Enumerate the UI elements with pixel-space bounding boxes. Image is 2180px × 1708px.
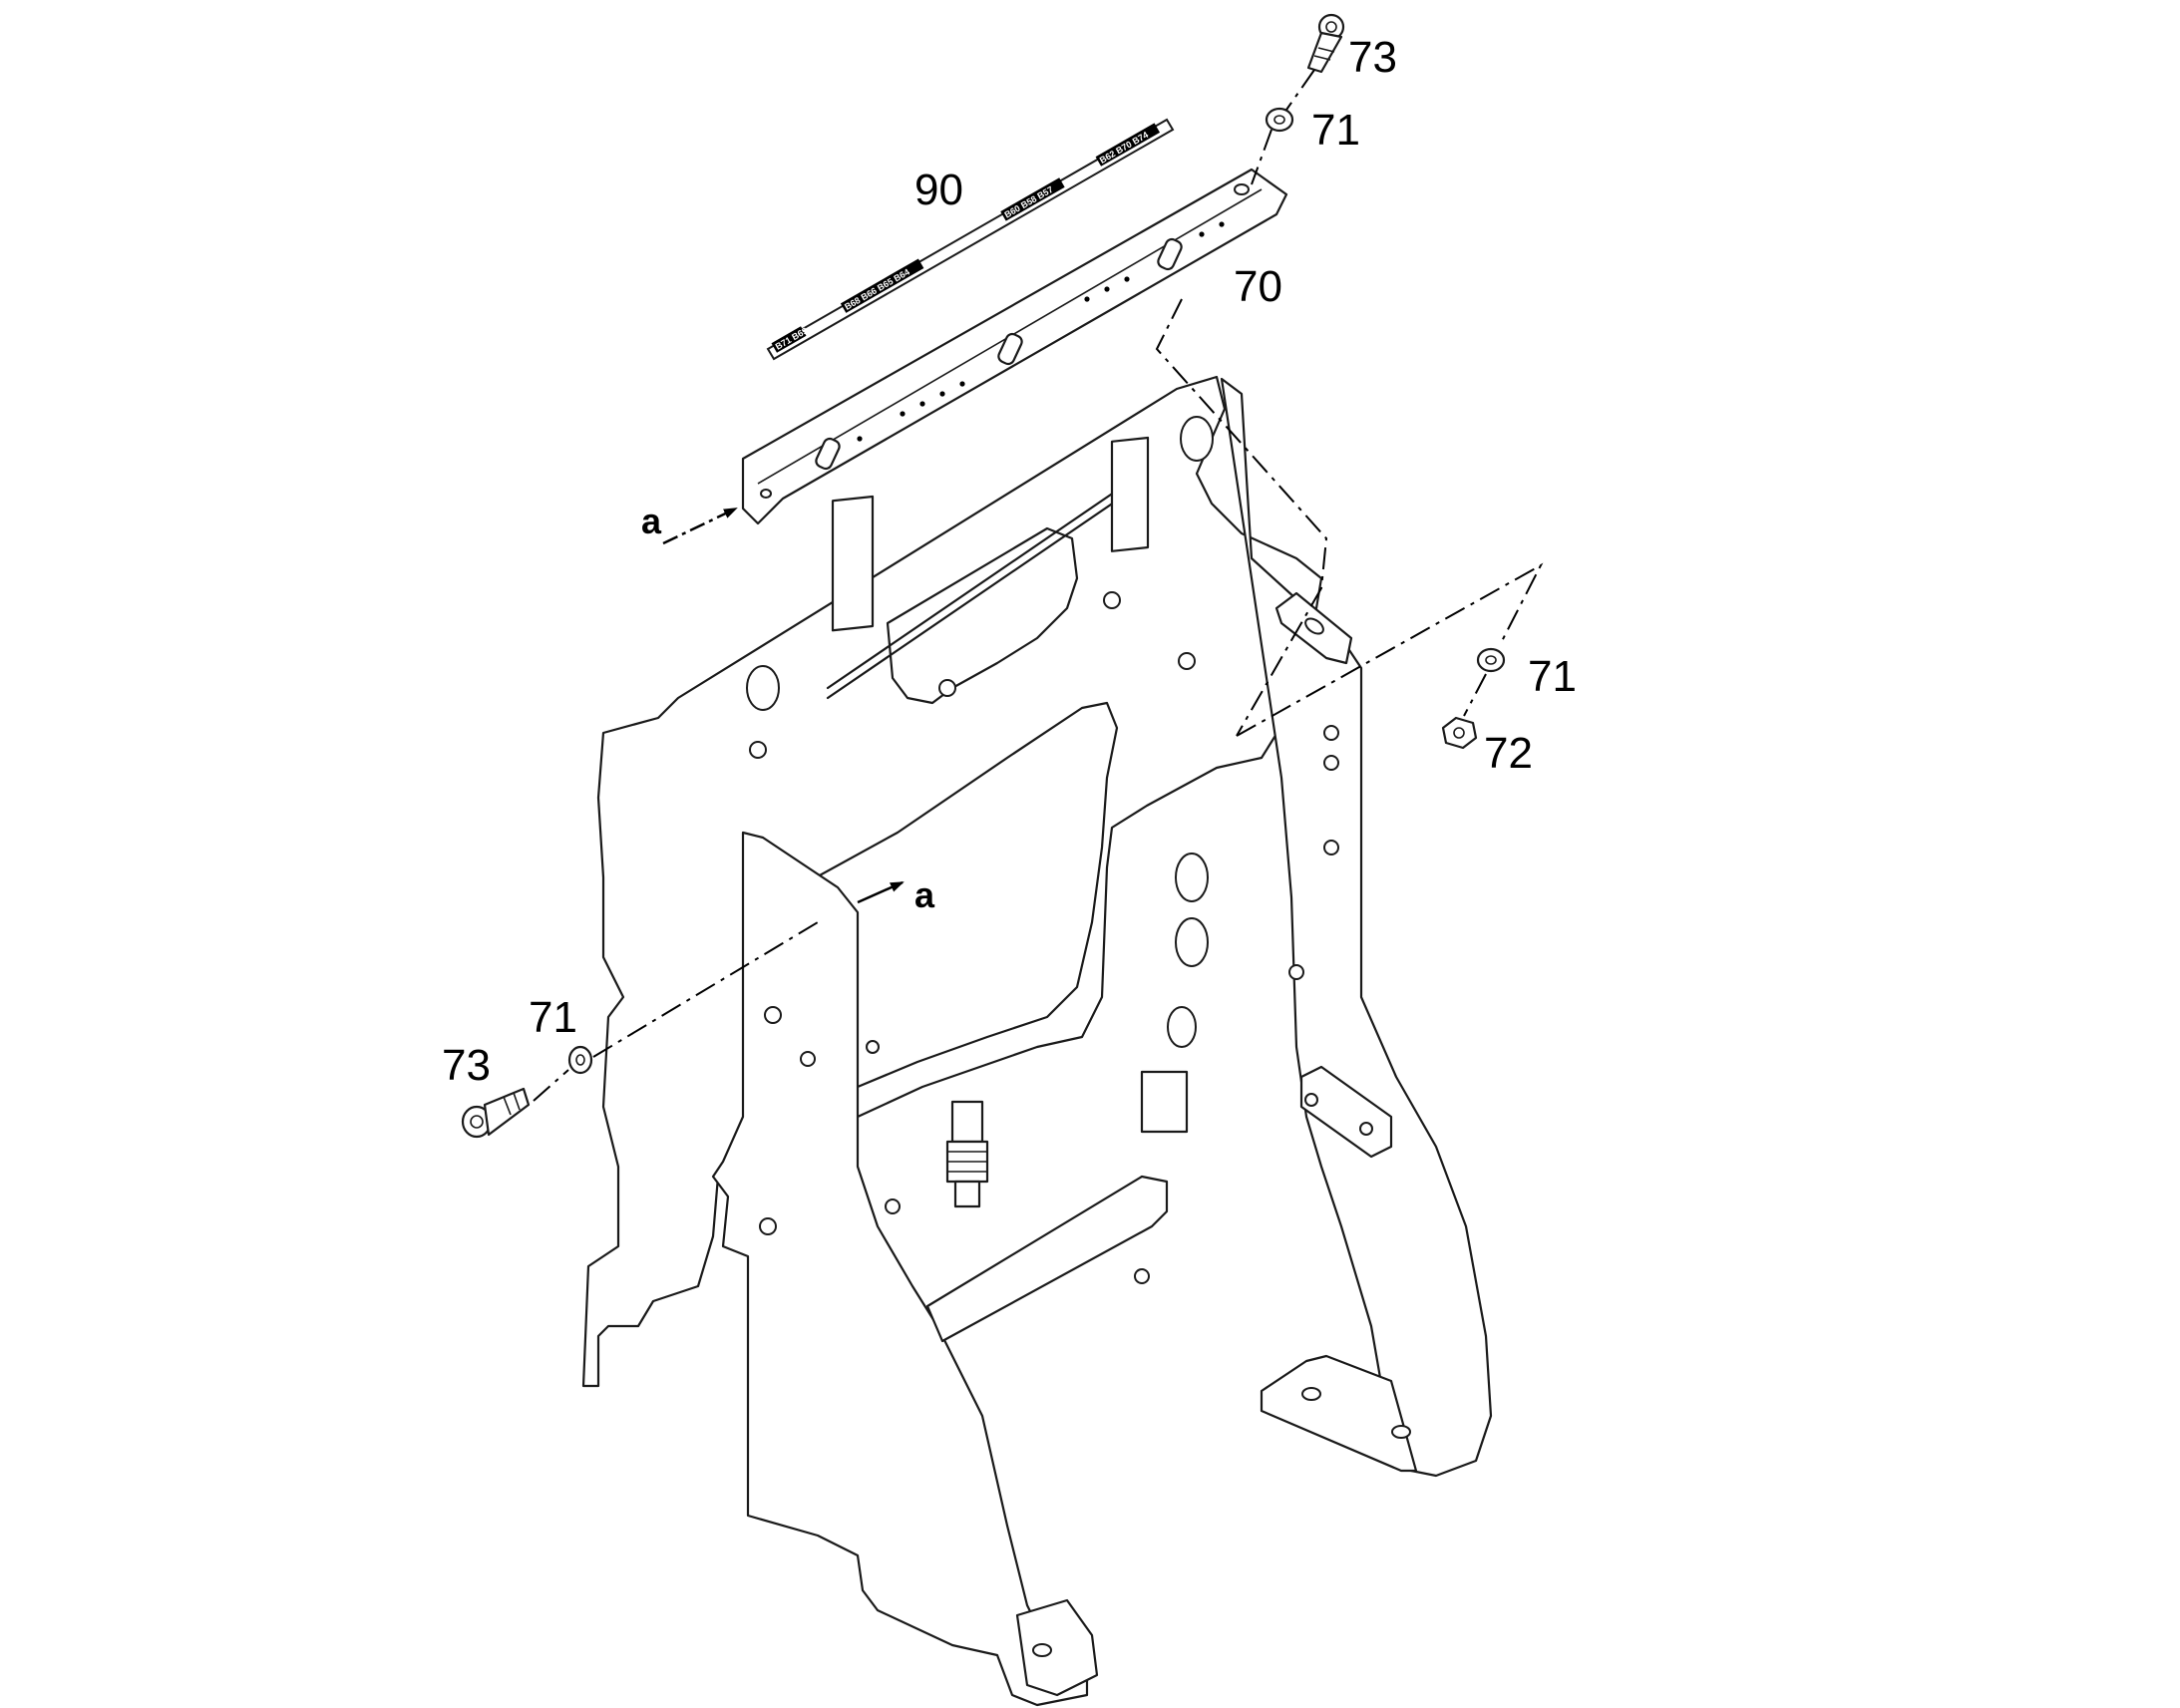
part-70-cover-bracket [741, 168, 1288, 525]
view-arrow-label: a [641, 501, 662, 541]
foot-hole [1301, 1387, 1321, 1401]
screw-73-top [1306, 13, 1345, 74]
plate-hole [1175, 853, 1209, 902]
foot-hole [1391, 1425, 1411, 1439]
view-arrow-upper: a [641, 501, 738, 545]
callout-90: 90 [914, 166, 963, 214]
back-plate-cutout [886, 526, 1079, 705]
callout-73-left: 73 [442, 1041, 491, 1090]
top-stiffener [826, 482, 1129, 700]
plate-hole [1175, 917, 1209, 967]
pressure-valve [945, 1100, 989, 1208]
callout-73-top: 73 [1348, 33, 1397, 82]
washer-71-top [1265, 107, 1294, 133]
cross-bar [925, 1175, 1169, 1343]
main-bracket-frame [581, 375, 1493, 1707]
part-90-label-strip: B71 B69 B68 B66 B65 B64 B60 B58 B57 B62 … [766, 118, 1175, 361]
washer-71-left [567, 1045, 593, 1075]
plate-hole [1167, 1006, 1197, 1048]
callout-70: 70 [1234, 262, 1282, 311]
callout-72: 72 [1484, 729, 1533, 778]
callout-71-right: 71 [1528, 652, 1577, 701]
leader-lines [533, 69, 1544, 1102]
foot-hole [1032, 1643, 1052, 1657]
terminal-strip [831, 495, 875, 632]
frame-studs [749, 591, 1373, 1284]
label-strip-group-2: B68 B66 B65 B64 [843, 267, 911, 312]
view-arrow-lower: a [857, 874, 935, 915]
plate-hole [1180, 416, 1214, 462]
bottom-foot [1015, 1598, 1099, 1697]
tab-slot [1304, 617, 1324, 635]
terminal-strip [1110, 436, 1150, 552]
nut-72 [1441, 716, 1478, 750]
view-arrow-label: a [914, 874, 935, 915]
washer-71-right [1476, 647, 1506, 673]
terminal-block [1140, 1070, 1189, 1134]
plate-hole [746, 665, 780, 711]
callout-71-top: 71 [1311, 106, 1360, 155]
left-front-plate [711, 831, 1089, 1707]
screw-73-left [461, 1087, 531, 1139]
callout-71-left: 71 [529, 993, 577, 1042]
